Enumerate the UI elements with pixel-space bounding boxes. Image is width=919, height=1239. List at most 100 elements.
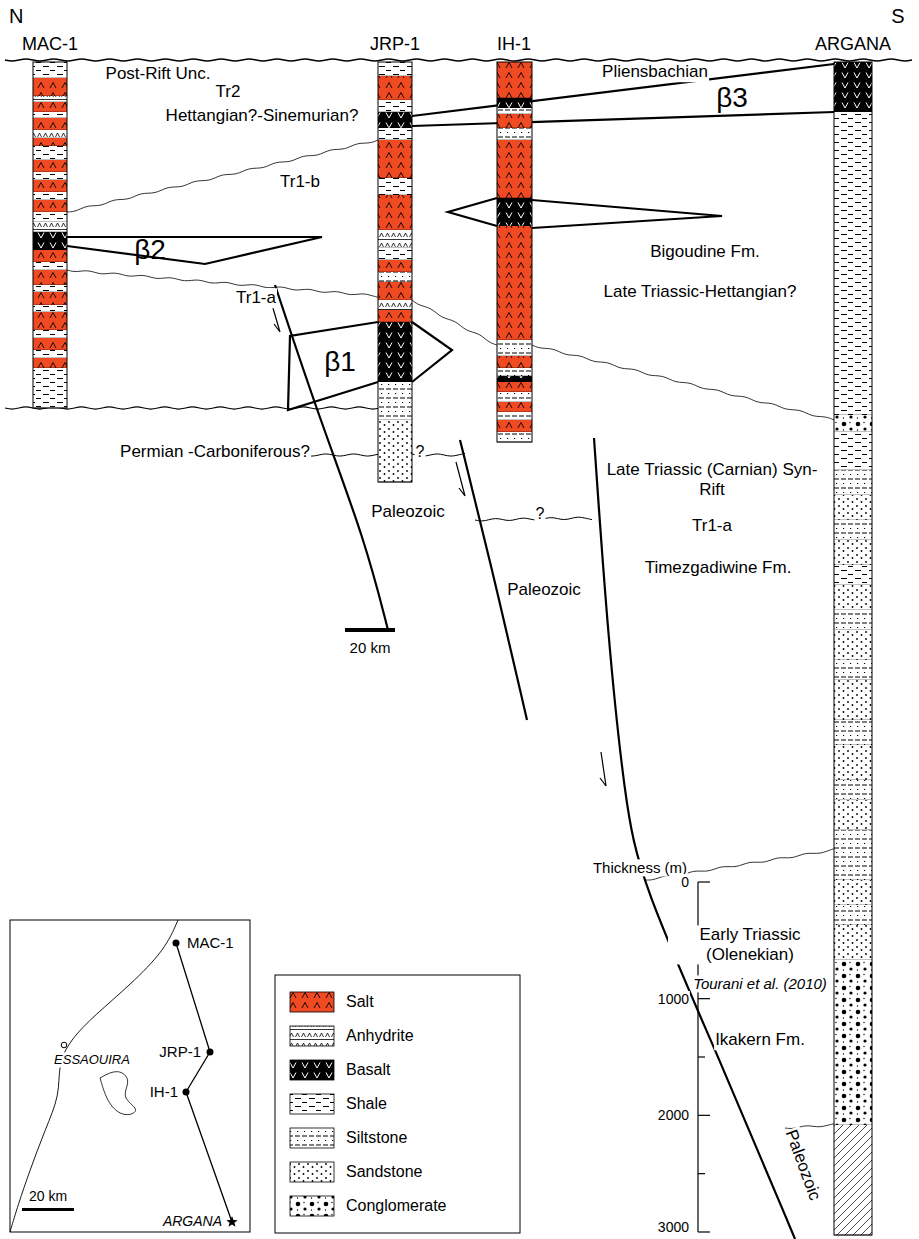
section-label: S — [890, 5, 905, 28]
uncertain-unconformity — [475, 517, 592, 521]
lithology-layer-symbol — [497, 98, 532, 108]
lithology-layer — [378, 300, 412, 310]
lithology-layer — [834, 1125, 872, 1235]
lithology-layer — [834, 905, 872, 925]
lithology-layer — [33, 292, 67, 305]
lithology-layer — [834, 680, 872, 720]
lithology-layer-symbol — [33, 312, 67, 330]
tr1b-boundary — [532, 345, 834, 420]
legend-swatch — [290, 1026, 334, 1046]
lithology-layer — [33, 118, 67, 130]
section-label: Late Triassic (Carnian) Syn-Rift — [605, 460, 819, 499]
lithology-layer — [834, 470, 872, 495]
lithology-layer — [378, 100, 412, 112]
lithology-layer — [834, 112, 872, 415]
section-label: Bigoudine Fm. — [649, 242, 761, 262]
lithology-layer — [834, 495, 872, 520]
lithology-layer-symbol — [497, 198, 532, 226]
lithology-layer — [497, 402, 532, 412]
axis-tick — [698, 1115, 710, 1116]
section-label: N — [8, 5, 24, 28]
section-label: ARGANA — [162, 1213, 223, 1229]
lithology-layer-symbol — [497, 420, 532, 432]
lithology-layer — [378, 420, 412, 482]
section-label: Ikakern Fm. — [714, 1030, 806, 1050]
lithology-layer — [834, 830, 872, 880]
lithology-layer — [834, 432, 872, 470]
well-dot — [207, 1049, 214, 1056]
section-label: 3000 — [657, 1219, 690, 1235]
section-label: MAC-1 — [21, 34, 79, 55]
lithology-layer — [497, 108, 532, 114]
lithology-layer-symbol — [497, 356, 532, 368]
legend-swatch — [290, 992, 334, 1012]
lithology-layer — [33, 312, 67, 330]
legend-swatch-symbol — [290, 992, 334, 1012]
basalt-wedge — [448, 198, 497, 226]
lithology-layer — [33, 96, 67, 102]
lithology-layer — [497, 368, 532, 376]
lithology-layer-symbol — [33, 232, 67, 250]
lithology-layer-symbol — [378, 112, 412, 128]
lithology-layer-symbol — [33, 102, 67, 112]
lithology-layer-symbol — [33, 118, 67, 130]
lithology-layer — [834, 520, 872, 540]
section-label: ESSAOUIRA — [53, 1053, 131, 1068]
section-label: JRP-1 — [369, 34, 421, 55]
lithology-layer — [33, 368, 67, 408]
section-label: 1000 — [657, 991, 690, 1007]
lithology-layer — [33, 270, 67, 285]
lithology-layer — [834, 660, 872, 680]
lithology-layer — [834, 745, 872, 780]
lithology-layer — [378, 112, 412, 128]
lithology-layer — [378, 260, 412, 272]
lithology-layer-symbol — [33, 292, 67, 305]
lithology-layer-symbol — [497, 376, 532, 382]
section-label: Thickness (m) — [592, 859, 688, 876]
lithology-layer — [378, 322, 412, 382]
column-outline — [497, 62, 532, 442]
lithology-layer — [33, 130, 67, 138]
lithology-layer-symbol — [497, 382, 532, 392]
lithology-layer — [378, 272, 412, 282]
lithology-layer — [497, 198, 532, 226]
lithology-layer — [33, 305, 67, 312]
coastline — [10, 920, 178, 1232]
lithology-layer — [834, 880, 872, 905]
section-line — [176, 943, 232, 1222]
lithology-layer-symbol — [497, 140, 532, 198]
lithology-layer-symbol — [378, 195, 412, 230]
axis-tick — [698, 1173, 705, 1174]
fault-slip-arrow — [456, 462, 465, 496]
lithology-layer — [497, 382, 532, 392]
legend-swatch — [290, 1162, 334, 1182]
lithology-layer — [834, 925, 872, 960]
lithology-layer — [834, 610, 872, 630]
lithology-layer-symbol — [378, 76, 412, 100]
lithology-layer — [33, 222, 67, 232]
lithology-layer — [33, 160, 67, 172]
legend-label: Basalt — [346, 1061, 390, 1079]
legend-swatch-symbol — [290, 1060, 334, 1080]
lithology-layer — [33, 146, 67, 160]
lithology-layer — [33, 112, 67, 118]
lithology-layer-symbol — [33, 160, 67, 172]
lithology-layer — [33, 102, 67, 112]
column-outline — [33, 62, 67, 408]
legend-label: Salt — [346, 993, 374, 1011]
legend-label: Siltstone — [346, 1129, 407, 1147]
legend-swatch — [290, 1196, 334, 1216]
lithology-layer-symbol — [497, 402, 532, 412]
lagoon — [100, 1072, 136, 1115]
lithology-layer — [497, 356, 532, 368]
section-label: Pliensbachian — [601, 62, 709, 82]
lithology-layer — [497, 114, 532, 128]
lithology-layer — [378, 140, 412, 178]
legend-label: Anhydrite — [346, 1027, 414, 1045]
lithology-layer — [834, 800, 872, 830]
section-label: Paleozoic — [781, 1126, 825, 1204]
lithology-layer — [33, 172, 67, 180]
lithology-layer-symbol — [378, 282, 412, 300]
lithology-layer — [33, 78, 67, 96]
swatch-outline — [290, 1060, 334, 1080]
